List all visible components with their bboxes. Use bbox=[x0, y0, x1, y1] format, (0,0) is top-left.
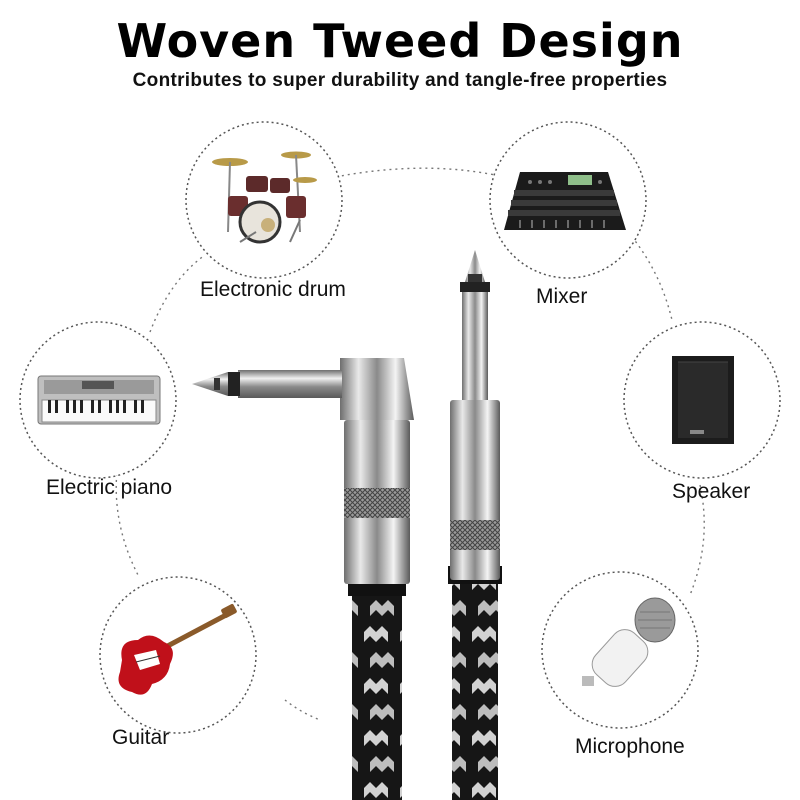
right-angle-plug-cable bbox=[192, 358, 414, 800]
drum-circle bbox=[185, 121, 343, 279]
label-guitar: Guitar bbox=[112, 726, 170, 749]
label-speaker: Speaker bbox=[672, 480, 751, 503]
page-subtitle: Contributes to super durability and tang… bbox=[132, 70, 668, 91]
mixer-icon bbox=[504, 172, 626, 230]
guitar-icon bbox=[118, 604, 237, 695]
drum-kit-icon bbox=[212, 151, 317, 244]
label-electric-piano: Electric piano bbox=[46, 476, 173, 499]
microphone-icon bbox=[582, 597, 676, 687]
label-electronic-drum: Electronic drum bbox=[200, 278, 346, 301]
page-title: Woven Tweed Design bbox=[116, 14, 684, 68]
electric-piano-icon bbox=[37, 375, 161, 425]
speaker-icon bbox=[672, 356, 734, 444]
label-microphone: Microphone bbox=[575, 735, 685, 758]
label-mixer: Mixer bbox=[536, 285, 588, 308]
straight-plug-cable bbox=[448, 250, 502, 800]
